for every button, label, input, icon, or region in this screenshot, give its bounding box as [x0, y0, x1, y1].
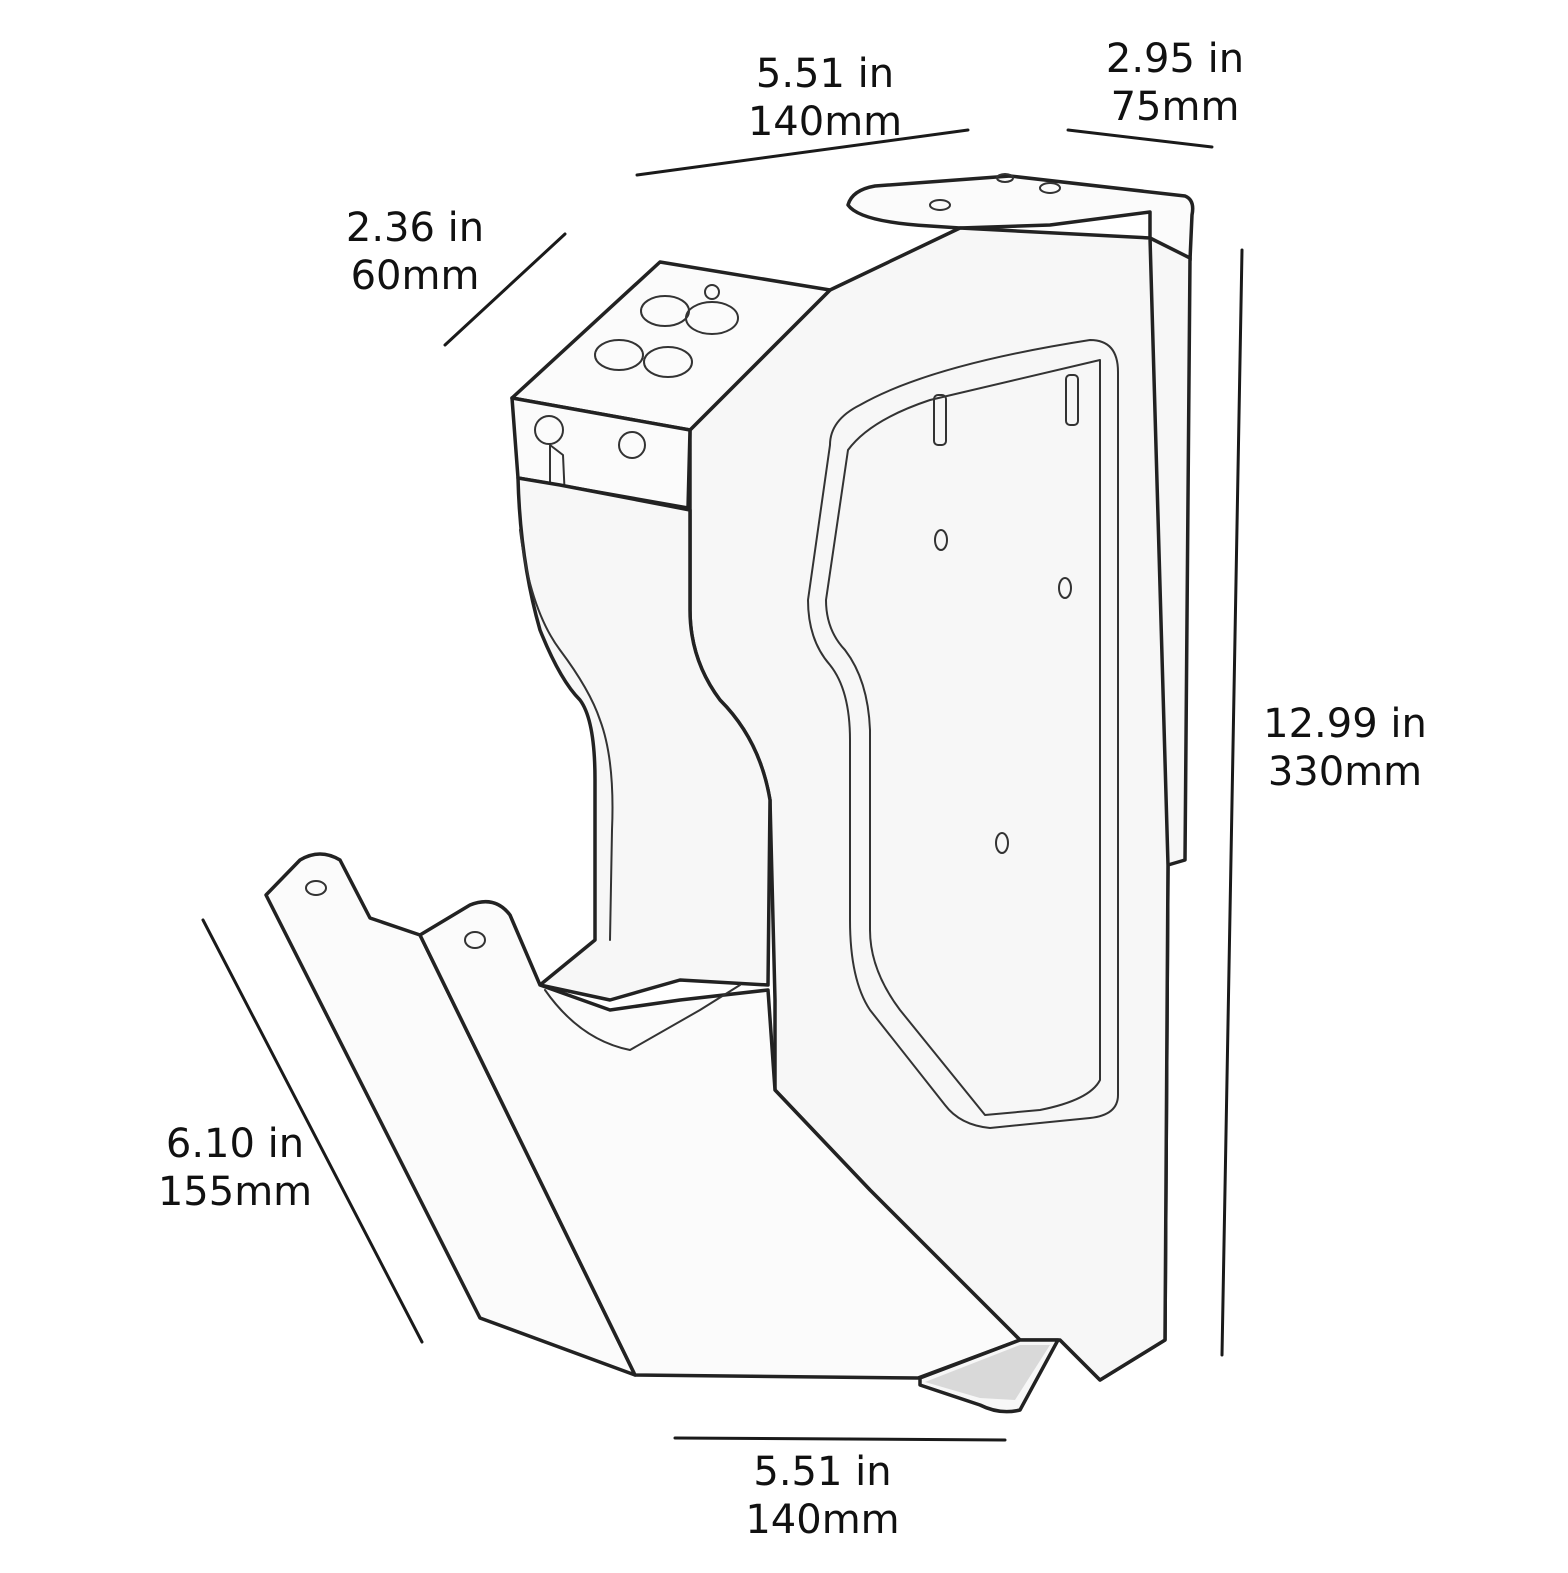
- bracket-hole: [996, 173, 1014, 183]
- dim-label-drawer-depth: 6.10 in 155mm: [145, 1120, 325, 1216]
- mount-hole: [934, 529, 948, 551]
- mount-slot: [1065, 374, 1079, 426]
- inner-panel-edge: [825, 359, 1101, 1116]
- dim-inches: 12.99 in: [1263, 701, 1427, 747]
- dim-line-top-depth: [1066, 128, 1214, 149]
- dim-inches: 6.10 in: [165, 1121, 305, 1167]
- drawer-hole: [305, 880, 327, 896]
- dim-line-height: [1220, 248, 1244, 1357]
- mount-slot: [933, 394, 947, 446]
- dim-mm: 75mm: [1110, 84, 1240, 130]
- keypad-led: [704, 284, 720, 300]
- dim-inches: 5.51 in: [755, 51, 895, 97]
- drawer-hole: [464, 931, 486, 949]
- dim-label-top-width: 5.51 in 140mm: [735, 50, 915, 146]
- keypad-button: [594, 339, 644, 371]
- dim-label-lid-depth: 2.36 in 60mm: [330, 204, 500, 300]
- mount-hole: [1058, 577, 1072, 599]
- dim-mm: 140mm: [747, 99, 903, 145]
- bracket-hole: [929, 199, 951, 211]
- lock-cylinder: [534, 415, 564, 445]
- dim-line-drawer-depth: [201, 918, 424, 1344]
- dim-line-bottom-width: [673, 1436, 1007, 1442]
- dim-inches: 5.51 in: [753, 1449, 892, 1495]
- keypad-button: [643, 346, 693, 378]
- dim-line-top-width: [635, 128, 970, 177]
- bracket-hole: [1039, 182, 1061, 194]
- keypad-button: [685, 301, 739, 335]
- dim-mm: 155mm: [157, 1169, 313, 1215]
- body-inner-curve: [519, 529, 614, 941]
- dim-label-bottom-width: 5.51 in 140mm: [730, 1448, 915, 1544]
- dim-mm: 60mm: [350, 253, 480, 299]
- inner-panel: [807, 339, 1119, 1129]
- mounting-bracket: [846, 174, 1195, 262]
- body-front-curve: [516, 476, 772, 1002]
- dim-label-top-depth: 2.95 in 75mm: [1090, 35, 1260, 131]
- dim-inches: 2.95 in: [1105, 36, 1245, 82]
- bottom-foot-shade: [925, 1345, 1050, 1400]
- mount-hole: [995, 832, 1009, 854]
- drawer-front: [418, 899, 1022, 1380]
- dim-mm: 140mm: [745, 1497, 900, 1543]
- dim-label-height: 12.99 in 330mm: [1250, 700, 1440, 796]
- lock-cylinder: [618, 431, 646, 459]
- dim-inches: 2.36 in: [345, 205, 485, 251]
- dim-line-lid-depth: [443, 232, 567, 347]
- dim-mm: 330mm: [1267, 749, 1423, 795]
- drawer-interior: [544, 984, 741, 1051]
